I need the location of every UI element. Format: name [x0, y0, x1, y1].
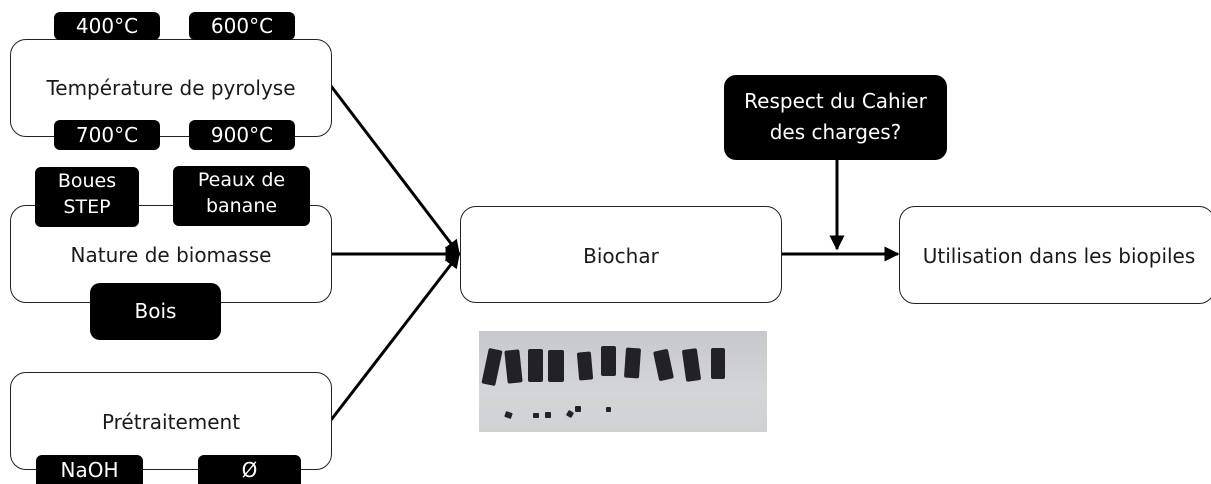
sample-strip [576, 351, 594, 381]
sample-chip [565, 409, 575, 419]
biomasse-title: Nature de biomasse [70, 243, 272, 267]
sample-strip [601, 346, 616, 376]
oe-pill: Ø [198, 455, 301, 484]
cahier-line-1: Respect du Cahier [744, 89, 927, 113]
biochar-title: Biochar [583, 244, 659, 268]
sample-strip [711, 348, 725, 379]
sample-strip [681, 348, 702, 382]
cahier-des-charges-box: Respect du Cahier des charges? [724, 75, 947, 160]
biochar-samples-photo [479, 331, 767, 432]
temp-600-pill: 600°C [189, 12, 295, 40]
temp-400-pill: 400°C [54, 12, 160, 40]
utilisation-title: Utilisation dans les biopiles [922, 244, 1196, 268]
naoh-pill: NaOH [36, 455, 143, 484]
pretraitement-title: Prétraitement [101, 410, 241, 434]
sample-strip [504, 349, 523, 384]
pretraitement-box: Prétraitement [10, 372, 332, 470]
sample-strip [481, 347, 503, 387]
sample-chip [504, 410, 513, 420]
sample-chip [545, 412, 551, 418]
temp-700-pill: 700°C [54, 120, 160, 150]
arrow-pyrolyse-to-biochar [329, 85, 461, 256]
utilisation-box: Utilisation dans les biopiles [899, 206, 1211, 304]
sample-chip [533, 413, 539, 418]
peaux-banane-pill: Peaux de banane [173, 166, 310, 226]
sample-strip [623, 347, 642, 379]
sample-chip [606, 407, 611, 412]
temp-900-pill: 900°C [189, 120, 295, 150]
bois-pill: Bois [90, 283, 221, 340]
pyrolyse-title: Température de pyrolyse [46, 76, 296, 100]
arrow-pretraitement-to-biochar [329, 252, 461, 421]
sample-strip [548, 350, 564, 382]
biochar-box: Biochar [460, 206, 782, 303]
sample-strip [653, 348, 674, 382]
cahier-line-2: des charges? [769, 120, 902, 144]
boues-step-pill: Boues STEP [35, 167, 139, 227]
sample-strip [528, 349, 543, 382]
sample-chip [575, 406, 581, 412]
